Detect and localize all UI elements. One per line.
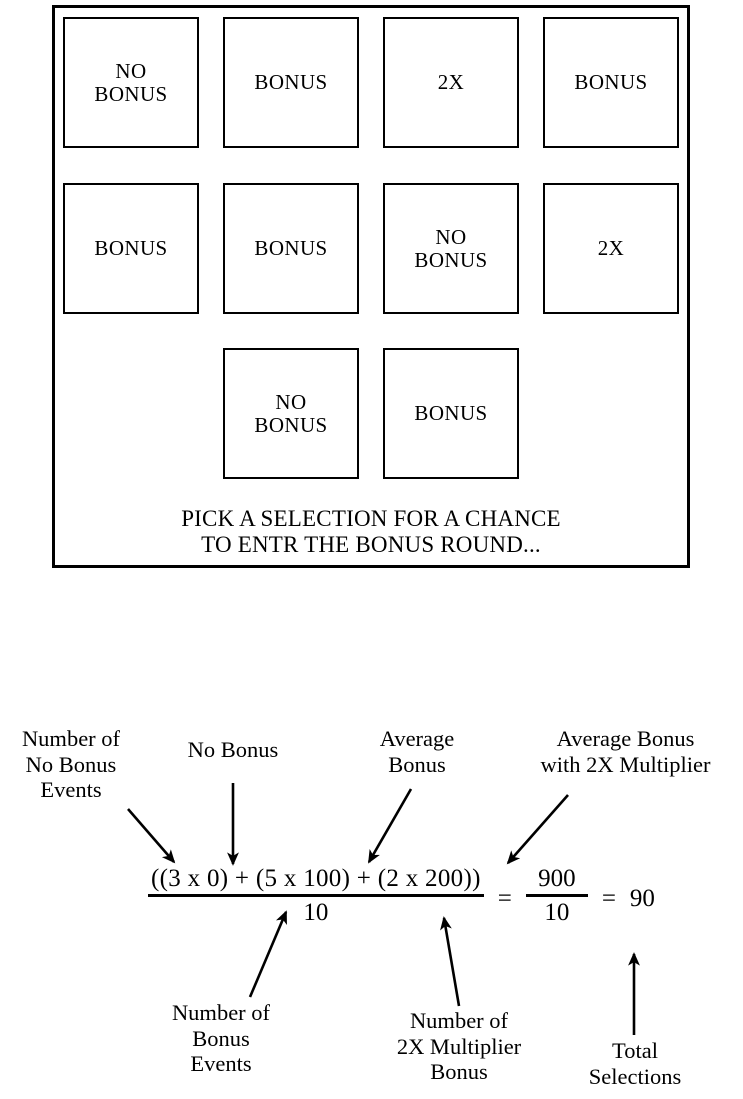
selection-tile-5[interactable]: BONUS (63, 183, 199, 314)
selection-tile-label: 2X (437, 70, 465, 95)
selection-tile-3[interactable]: 2X (383, 17, 519, 148)
fraction-bar (525, 894, 588, 898)
equals-sign-1: = (497, 885, 512, 913)
selection-tile-6[interactable]: BONUS (223, 183, 359, 314)
selection-tile-7[interactable]: NO BONUS (383, 183, 519, 314)
callout-total-selections: Total Selections (588, 1038, 682, 1089)
selection-tile-9[interactable]: NO BONUS (223, 348, 359, 479)
selection-tile-label: BONUS (254, 236, 328, 261)
callout-number-of-2x-multiplier-bonus: Number of 2X Multiplier Bonus (396, 1008, 522, 1085)
result-denominator: 10 (544, 899, 570, 927)
arrow-average-bonus-2x (506, 794, 569, 865)
callout-number-of-bonus-events: Number of Bonus Events (171, 1000, 271, 1077)
equals-sign-2: = (601, 885, 616, 913)
selection-tile-1[interactable]: NO BONUS (63, 17, 199, 148)
selection-tile-8[interactable]: 2X (543, 183, 679, 314)
main-fraction: ((3 x 0) + (5 x 100) + (2 x 200)) 10 (148, 865, 484, 927)
selection-tile-label: NO BONUS (94, 58, 168, 106)
selection-tile-10[interactable]: BONUS (383, 348, 519, 479)
selection-tile-label: BONUS (414, 401, 488, 426)
callout-average-bonus: Average Bonus (379, 726, 455, 777)
final-value: 90 (629, 885, 655, 913)
average-bonus-equation: ((3 x 0) + (5 x 100) + (2 x 200)) 10 = 9… (148, 865, 655, 927)
callout-number-of-no-bonus-events: Number of No Bonus Events (21, 726, 121, 803)
selection-tile-label: NO BONUS (254, 389, 328, 437)
callout-average-bonus-with-2x-multiplier: Average Bonus with 2X Multiplier (540, 726, 711, 777)
selection-tile-label: 2X (597, 236, 625, 261)
selection-tile-label: BONUS (94, 236, 168, 261)
selection-tile-label: NO BONUS (414, 224, 488, 272)
selection-tile-4[interactable]: BONUS (543, 17, 679, 148)
arrow-bonus-events (248, 910, 288, 998)
selection-tile-2[interactable]: BONUS (223, 17, 359, 148)
game-instruction-caption: PICK A SELECTION FOR A CHANCE TO ENTR TH… (181, 506, 561, 557)
result-fraction: 900 10 (525, 865, 588, 927)
arrow-no-bonus-events (127, 808, 176, 864)
game-screen-panel: NO BONUS BONUS 2X BONUS BONUS BONUS NO B… (52, 5, 690, 568)
selection-tile-label: BONUS (574, 70, 648, 95)
callout-no-bonus: No Bonus (187, 737, 279, 762)
result-numerator: 900 (538, 865, 576, 892)
fraction-bar (148, 894, 484, 898)
arrow-2x-multiplier-bonus (440, 916, 461, 1007)
equation-numerator: ((3 x 0) + (5 x 100) + (2 x 200)) (151, 865, 481, 892)
arrow-average-bonus (367, 788, 413, 864)
selection-tile-label: BONUS (254, 70, 328, 95)
equation-denominator: 10 (303, 899, 329, 927)
